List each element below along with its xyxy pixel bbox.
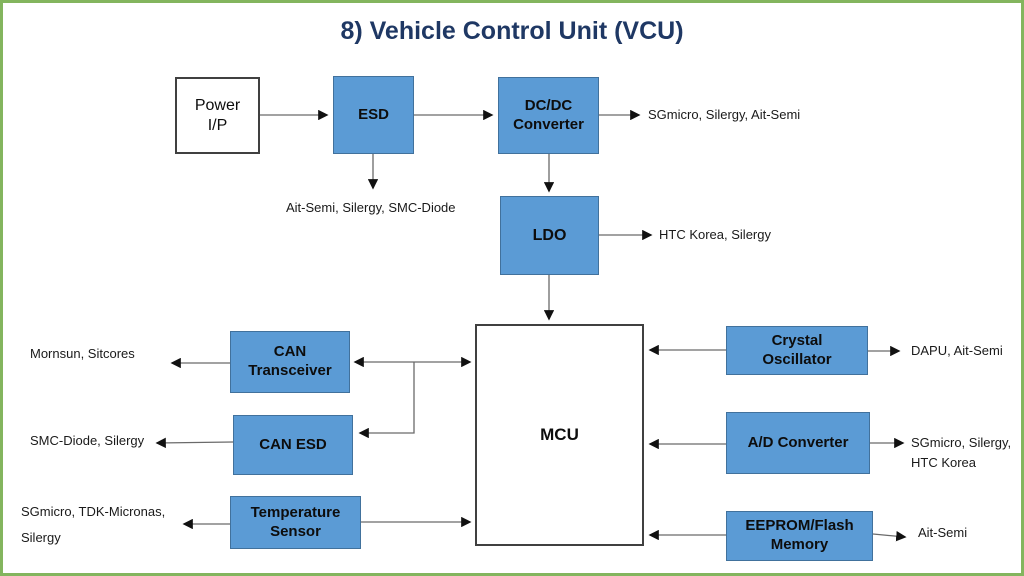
- block-can-transceiver-label: CAN Transceiver: [248, 343, 332, 379]
- block-dcdc-converter-label: DC/DC Converter: [513, 96, 584, 133]
- connector-branch-to-canesd: [358, 362, 415, 439]
- vendor-label-eeprom: Ait-Semi: [918, 525, 968, 540]
- vendor-label-can-transceiver: Mornsun, Sitcores: [30, 346, 135, 361]
- block-crystal-oscillator: Crystal Oscillator: [726, 326, 868, 375]
- block-ad-converter-label: A/D Converter: [747, 433, 849, 451]
- block-eeprom-flash-memory: EEPROM/Flash Memory: [726, 511, 873, 561]
- block-power-input-label: Power I/P: [194, 96, 241, 134]
- block-temperature-sensor: Temperature Sensor: [230, 496, 361, 549]
- vendor-label-ad-converter: SGmicro, Silergy, HTC Korea: [911, 435, 1012, 470]
- vendor-label-ldo: HTC Korea, Silergy: [659, 227, 771, 242]
- vendor-label-esd: Ait-Semi, Silergy, SMC-Diode: [286, 200, 456, 215]
- block-can-esd-label: CAN ESD: [259, 435, 327, 453]
- block-can-transceiver: CAN Transceiver: [230, 331, 350, 393]
- block-esd-label: ESD: [358, 105, 389, 123]
- block-dcdc-converter: DC/DC Converter: [498, 77, 599, 154]
- block-can-esd: CAN ESD: [233, 415, 353, 475]
- block-esd: ESD: [333, 76, 414, 154]
- block-ldo: LDO: [500, 196, 599, 275]
- vendor-label-dcdc: SGmicro, Silergy, Ait-Semi: [648, 107, 801, 122]
- block-mcu: MCU: [475, 324, 644, 546]
- block-eeprom-flash-memory-label: EEPROM/Flash Memory: [745, 517, 854, 553]
- vendor-label-temperature-sensor: SGmicro, TDK-Micronas, Silergy: [21, 504, 166, 545]
- connector-eeprom-to-vendors: [872, 530, 907, 542]
- block-ad-converter: A/D Converter: [726, 412, 870, 474]
- connector-canesd-to-vendors: [155, 437, 234, 449]
- vendor-label-can-esd: SMC-Diode, Silergy: [30, 433, 145, 448]
- block-power-input: Power I/P: [175, 77, 260, 154]
- block-crystal-oscillator-label: Crystal Oscillator: [762, 331, 832, 368]
- vendor-label-crystal: DAPU, Ait-Semi: [911, 343, 1003, 358]
- block-temperature-sensor-label: Temperature Sensor: [250, 503, 341, 540]
- block-mcu-label: MCU: [540, 425, 579, 445]
- block-ldo-label: LDO: [532, 226, 567, 244]
- page-title: 8) Vehicle Control Unit (VCU): [340, 17, 684, 45]
